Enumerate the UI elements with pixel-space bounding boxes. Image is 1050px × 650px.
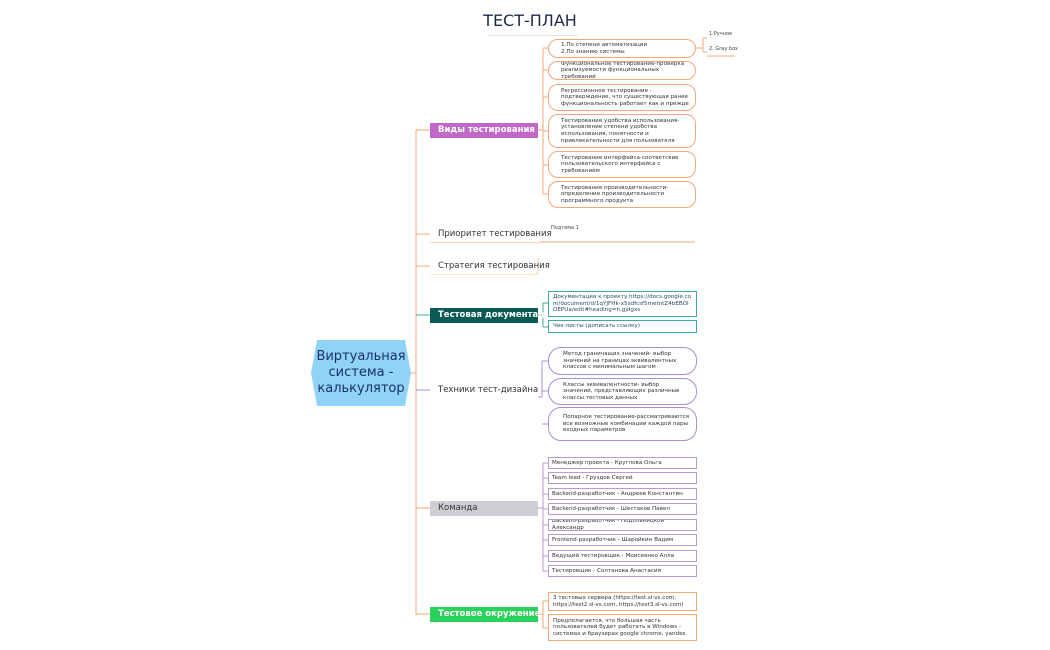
topic-pairwise-testing[interactable]: Попарное тестирование-рассматриваются вс… (548, 407, 697, 441)
topic-functional-testing[interactable]: Функциональное тестирование-проверка реа… (548, 61, 696, 80)
topic-checklists[interactable]: Чек-листы (дописать ссылку) (548, 320, 697, 333)
branch-test-environment[interactable]: Тестовое окружение (430, 607, 540, 622)
topic-manual[interactable]: 1.Ручное (709, 31, 733, 37)
topic-test-classification[interactable]: 1.По степени автоматизации 2.По знанию с… (548, 39, 696, 58)
team-member[interactable]: Team lead - Груздов Сергей (548, 472, 697, 484)
topic-gray-box[interactable]: 2. Gray box (709, 46, 738, 52)
team-member[interactable]: Frontend-разработчик - Шаройкин Вадим (548, 534, 697, 546)
topic-performance-testing[interactable]: Тестирование производительности-определе… (548, 181, 696, 208)
branch-test-design-techniques[interactable]: Техники тест-дизайна (430, 383, 538, 398)
branch-test-strategy[interactable]: Стратегия тестирования (430, 259, 550, 274)
team-member[interactable]: Backend-разработчик - Шестаков Павел (548, 503, 697, 515)
topic-equivalence-classes[interactable]: Классы эквивалентности- выбор значений, … (548, 378, 697, 405)
topic-subtopic-1[interactable]: Подтема 1 (551, 225, 579, 231)
team-member[interactable]: Тестировщик - Солтанова Анастасия (548, 565, 697, 577)
topic-target-platforms[interactable]: Предполагается, что большая часть пользо… (548, 614, 697, 641)
topic-interface-testing[interactable]: Тестирование интерфейса-соответсвие поль… (548, 151, 696, 178)
branch-test-documentation[interactable]: Тестовая документация (430, 308, 556, 323)
topic-usability-testing[interactable]: Тестирование удобства использования-уста… (548, 114, 696, 148)
team-member[interactable]: Backend-разработчик - Подольницкой Алекс… (548, 519, 697, 531)
page-title: ТЕСТ-ПЛАН (483, 11, 577, 30)
branch-test-types[interactable]: Виды тестирования (430, 123, 538, 138)
topic-regression-testing[interactable]: Регрессионное тестирование - подтвержден… (548, 84, 696, 111)
team-member[interactable]: Ведущий тестировщик - Моисеенко Алла (548, 550, 697, 562)
topic-test-servers[interactable]: 3 тестовых сервера (https://test.sl-vs.c… (548, 592, 697, 611)
central-topic[interactable]: Виртуальная система - калькулятор (311, 340, 411, 406)
team-member[interactable]: Backend-разработчик - Андреев Константин (548, 488, 697, 500)
title-underline (488, 35, 578, 36)
branch-team[interactable]: Команда (430, 501, 538, 516)
branch-test-priority[interactable]: Приоритет тестирования (430, 227, 552, 242)
topic-project-docs-link[interactable]: Документация к проекту https://docs.goog… (548, 291, 697, 317)
topic-boundary-values[interactable]: Метод граничащих значений- выбор значени… (548, 347, 697, 375)
team-member[interactable]: Менеджер проекта - Круглова Ольга (548, 457, 697, 469)
